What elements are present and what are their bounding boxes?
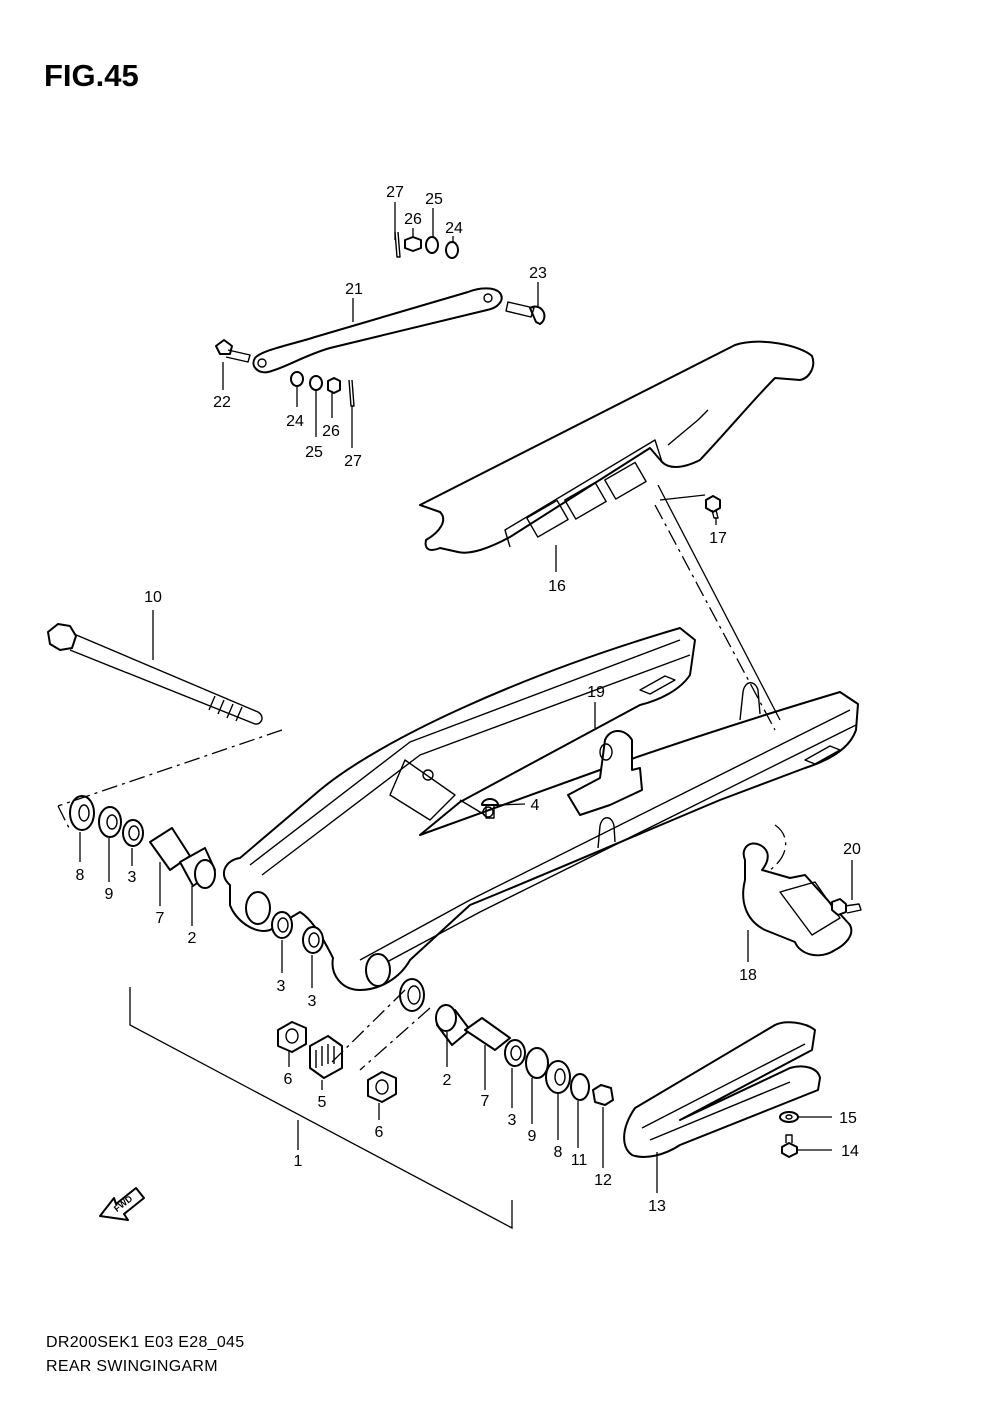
washer-24-lower [290,371,304,387]
bearing-3a [271,911,293,939]
left-bearing-stack [69,795,216,889]
callout-6: 6 [284,1071,293,1088]
callout-22: 22 [213,394,231,411]
swingarm-body [222,627,859,991]
bolt-22 [215,339,233,355]
washer-24-upper [445,241,459,259]
callout-3: 3 [277,978,286,995]
washer-9-left [98,806,122,838]
bearing-3b [302,926,324,954]
callout-21: 21 [345,281,363,298]
right-bearing-stack [435,1004,614,1106]
nut-lower [327,377,341,394]
chain-guide-group [742,842,862,957]
diagram-name: REAR SWINGINGARM [46,1358,218,1375]
callout-25: 25 [425,191,443,208]
bolt-14 [781,1142,798,1158]
washer-9-right [525,1047,549,1079]
nut-upper [404,236,422,252]
callout-26: 26 [404,211,422,228]
callout-24: 24 [445,220,463,237]
callout-20: 20 [843,841,861,858]
chain-case [419,340,815,554]
callout-1: 1 [294,1153,303,1170]
callout-10: 10 [144,589,162,606]
bolt-20 [831,898,847,916]
callout-18: 18 [739,967,757,984]
chain-guide [742,842,853,957]
oil-seal-8-left [69,795,95,831]
callout-19: 19 [587,684,605,701]
figure-title: FIG.45 [44,58,139,93]
callout-11: 11 [571,1152,588,1169]
callout-27: 27 [344,453,362,470]
callout-25: 25 [305,444,323,461]
lower-bushings [277,1021,397,1103]
callout-17: 17 [709,530,727,547]
callout-labels: 27 26 25 24 23 21 22 24 25 26 27 17 16 1… [76,184,861,1215]
callout-4: 4 [531,797,540,814]
callout-16: 16 [548,578,566,595]
callout-3: 3 [308,993,317,1010]
callout-2: 2 [188,930,197,947]
pivot-bolt-group [47,623,263,725]
spacer-7-right [464,1017,511,1051]
model-code: DR200SEK1 E03 E28_045 [46,1334,245,1351]
bolt-17 [705,495,721,513]
callout-2: 2 [443,1072,452,1089]
callout-3: 3 [508,1112,517,1129]
callout-3: 3 [128,869,137,886]
washer-25-lower [309,375,323,391]
swingarm-group [222,627,859,991]
callout-5: 5 [318,1094,327,1111]
cotter-pin-upper [394,231,401,258]
washer-25-upper [425,236,439,254]
washer-11 [570,1073,590,1101]
bushing-6b [367,1071,397,1103]
bushing-6a [277,1021,307,1053]
callout-9: 9 [105,886,114,903]
cotter-pin-lower [348,379,355,407]
bearing-3-left [122,819,144,847]
washer-15 [779,1111,799,1123]
bracket-19 [567,730,643,816]
fwd-arrow-icon: FWD [99,1187,145,1221]
nut-12 [592,1084,614,1106]
callout-12: 12 [594,1172,612,1189]
pivot-bolt [47,623,77,651]
callout-14: 14 [841,1143,859,1160]
callout-6: 6 [375,1124,384,1141]
bearing-3-right [504,1039,526,1067]
callout-27: 27 [386,184,404,201]
chain-buffer [623,1021,821,1158]
callout-24: 24 [286,413,304,430]
chain-buffer-group [623,1021,821,1158]
torque-rod [252,287,503,374]
oil-seal-8-right [545,1060,571,1094]
callout-26: 26 [322,423,340,440]
callout-8: 8 [554,1144,563,1161]
pivot-bearings [271,911,425,1012]
callout-8: 8 [76,867,85,884]
callout-15: 15 [839,1110,857,1127]
callout-7: 7 [481,1093,490,1110]
leader-lines [57,202,853,1230]
callout-9: 9 [528,1128,537,1145]
bolt-4 [481,798,499,806]
callout-13: 13 [648,1198,666,1215]
callout-23: 23 [529,265,547,282]
callout-7: 7 [156,910,165,927]
chain-case-group [419,340,815,554]
torque-rod-group [215,231,546,407]
